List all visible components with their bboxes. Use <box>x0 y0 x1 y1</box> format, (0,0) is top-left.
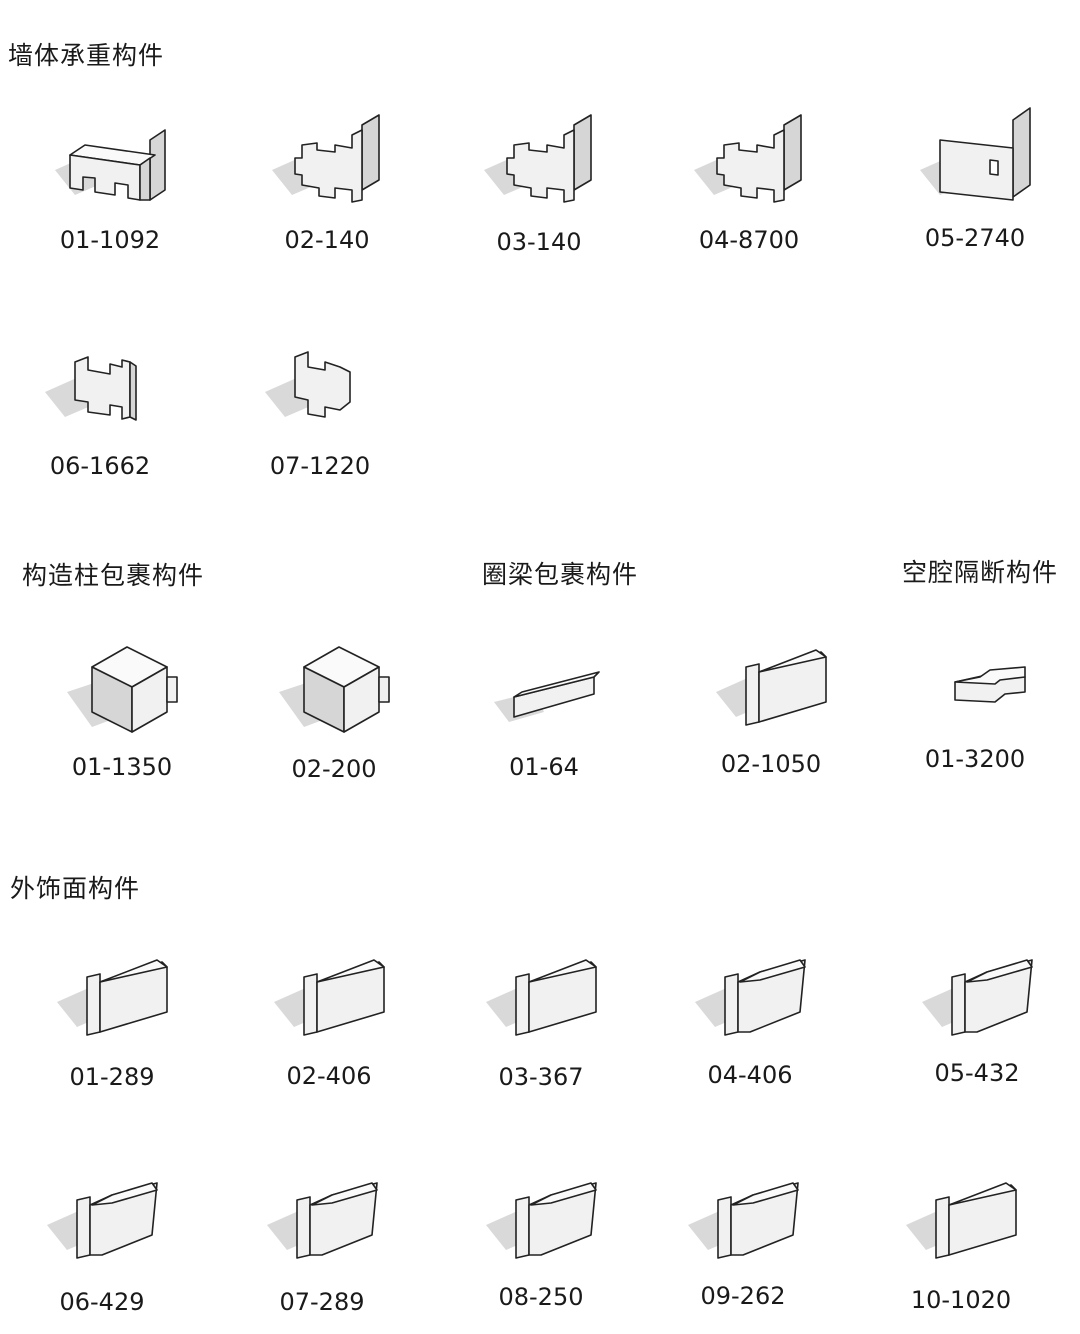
component-item: 07-1220 <box>220 322 420 480</box>
facade-deep-block-icon <box>695 959 806 1036</box>
facade-deep-block-icon <box>47 1182 158 1259</box>
component-item: 02-200 <box>234 622 434 783</box>
component-item: 05-2740 <box>875 100 1075 252</box>
component-item: 01-64 <box>444 622 644 781</box>
component-item: 03-367 <box>441 932 641 1091</box>
beam-low-block-icon <box>494 671 600 722</box>
component-label: 04-8700 <box>698 226 800 254</box>
component-label: 06-1662 <box>49 452 151 480</box>
component-item: 02-140 <box>227 100 427 254</box>
slab-block-icon <box>954 666 1026 703</box>
facade-deep-block-icon <box>486 1182 597 1259</box>
component-label: 07-1220 <box>269 452 371 480</box>
section-title: 墙体承重构件 <box>8 41 165 70</box>
corner-notched-block-icon <box>272 114 380 203</box>
component-label: 02-200 <box>291 755 377 783</box>
component-label: 02-406 <box>286 1062 372 1090</box>
component-item: 07-289 <box>222 1155 422 1316</box>
component-item: 03-140 <box>439 100 639 256</box>
component-item: 10-1020 <box>861 1155 1061 1314</box>
component-label: 09-262 <box>700 1282 786 1310</box>
corner-long-block-icon <box>55 129 166 201</box>
component-item: 02-406 <box>229 932 429 1090</box>
component-item: 09-262 <box>643 1155 843 1310</box>
component-label: 01-3200 <box>924 745 1026 773</box>
facade-block-icon <box>906 1182 1017 1259</box>
section-title: 空腔隔断构件 <box>902 558 1059 587</box>
component-label: 01-1092 <box>59 226 161 254</box>
component-label: 03-367 <box>498 1063 584 1091</box>
facade-block-icon <box>716 649 827 726</box>
corner-notched-block-icon <box>484 114 592 203</box>
component-item: 04-406 <box>650 932 850 1089</box>
component-item: 02-1050 <box>671 622 871 778</box>
section-title: 外饰面构件 <box>10 874 141 903</box>
corner-plain-block-icon <box>920 107 1031 201</box>
facade-deep-block-icon <box>922 959 1033 1036</box>
u-channel-block-icon <box>67 646 178 733</box>
component-item: 01-1092 <box>10 100 210 254</box>
component-item: 05-432 <box>877 932 1077 1087</box>
component-label: 01-289 <box>69 1063 155 1091</box>
wall-notched-block-icon <box>45 356 137 421</box>
component-item: 01-289 <box>12 932 212 1091</box>
component-label: 10-1020 <box>910 1286 1012 1314</box>
component-label: 02-140 <box>284 226 370 254</box>
component-item: 06-429 <box>2 1155 202 1316</box>
facade-block-icon <box>486 959 597 1036</box>
component-label: 01-1350 <box>71 753 173 781</box>
wall-stepped-block-icon <box>265 351 351 418</box>
component-item: 01-1350 <box>22 622 222 781</box>
facade-block-icon <box>274 959 385 1036</box>
corner-notched-block-icon <box>694 114 802 203</box>
component-item: 06-1662 <box>0 322 200 480</box>
component-label: 05-2740 <box>924 224 1026 252</box>
component-label: 05-432 <box>934 1059 1020 1087</box>
component-item: 08-250 <box>441 1155 641 1311</box>
section-title: 圈梁包裹构件 <box>482 560 639 589</box>
component-label: 02-1050 <box>720 750 822 778</box>
component-label: 03-140 <box>496 228 582 256</box>
component-item: 04-8700 <box>649 100 849 254</box>
component-label: 08-250 <box>498 1283 584 1311</box>
u-channel-block-icon <box>279 646 390 733</box>
facade-deep-block-icon <box>267 1182 378 1259</box>
facade-block-icon <box>57 959 168 1036</box>
component-label: 04-406 <box>707 1061 793 1089</box>
component-label: 06-429 <box>59 1288 145 1316</box>
component-item: 01-3200 <box>875 622 1075 773</box>
section-title: 构造柱包裹构件 <box>22 561 205 590</box>
facade-deep-block-icon <box>688 1182 799 1259</box>
component-label: 01-64 <box>509 753 579 781</box>
component-label: 07-289 <box>279 1288 365 1316</box>
